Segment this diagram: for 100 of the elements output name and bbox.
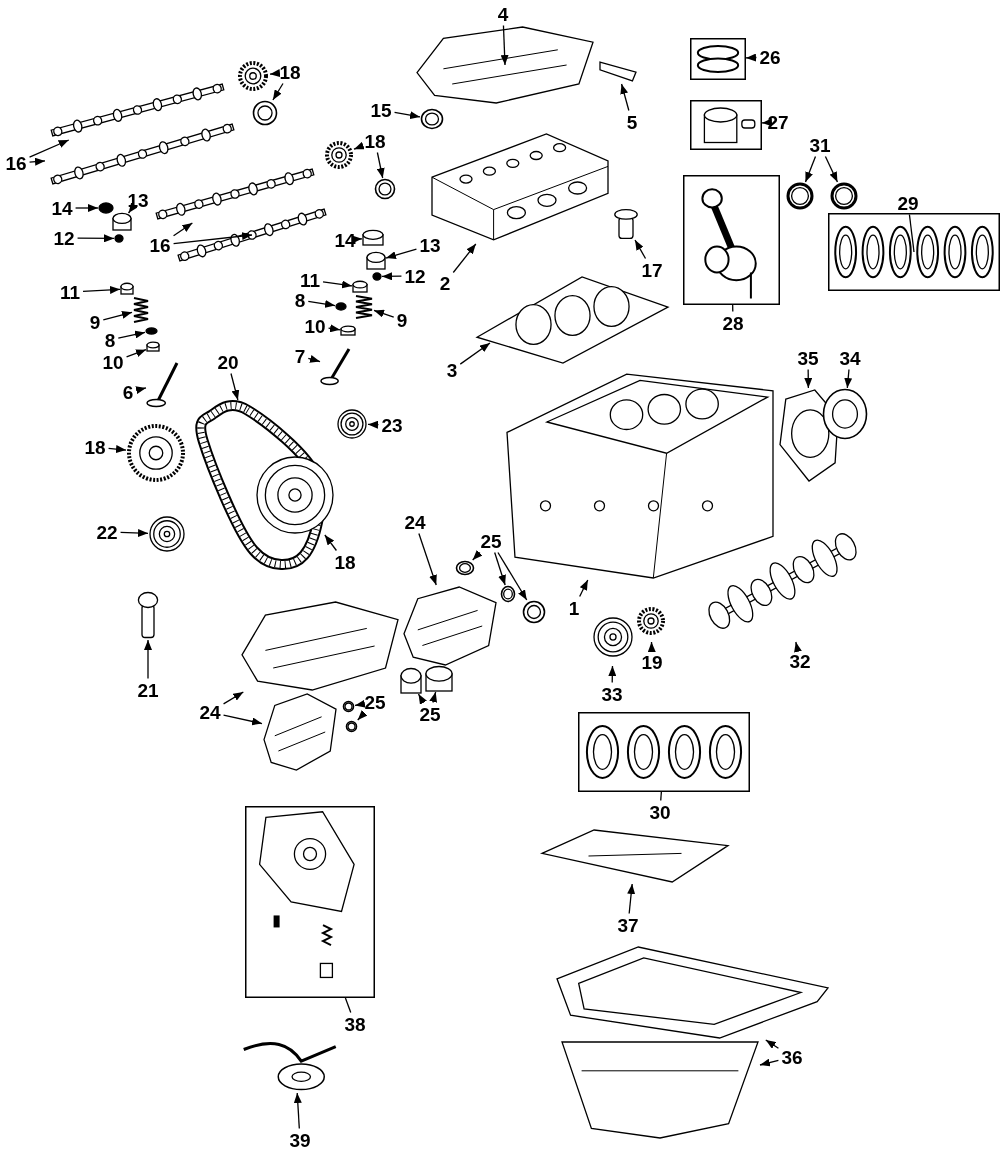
pulley-drawing bbox=[336, 408, 368, 440]
small-part-drawing bbox=[400, 668, 422, 694]
gear-drawing bbox=[236, 60, 270, 92]
callout-number: 12 bbox=[403, 266, 427, 286]
leader-line bbox=[354, 699, 366, 708]
bearing-set-drawing bbox=[828, 213, 1000, 291]
oil-pan-drawing bbox=[555, 945, 830, 1040]
leader-line bbox=[135, 386, 147, 394]
small-part-drawing bbox=[372, 272, 382, 281]
leader-line bbox=[804, 155, 817, 183]
callout-number: 36 bbox=[780, 1047, 804, 1067]
callout-number: 37 bbox=[616, 915, 640, 935]
callout-number: 5 bbox=[625, 112, 639, 132]
leader-line bbox=[381, 272, 403, 281]
leader-line bbox=[76, 234, 115, 243]
callout-number: 9 bbox=[395, 310, 409, 330]
leader-line bbox=[351, 235, 363, 244]
small-part-drawing bbox=[362, 230, 384, 246]
callout-number: 31 bbox=[808, 135, 832, 155]
callout-number: 21 bbox=[136, 680, 160, 700]
callout-number: 30 bbox=[648, 802, 672, 822]
callout-number: 10 bbox=[101, 352, 125, 372]
small-part-drawing bbox=[335, 302, 347, 311]
gear-drawing bbox=[324, 140, 354, 170]
callout-number: 25 bbox=[363, 692, 387, 712]
leader-line bbox=[429, 691, 438, 704]
callout-number: 6 bbox=[121, 382, 135, 402]
leader-line bbox=[74, 204, 99, 212]
callout-number: 23 bbox=[380, 415, 404, 435]
leader-line bbox=[357, 710, 368, 721]
small-part-drawing bbox=[112, 213, 132, 231]
callout-number: 3 bbox=[445, 360, 459, 380]
seal-ring-drawing bbox=[500, 585, 516, 603]
leader-line bbox=[293, 1092, 302, 1130]
cover-drawing bbox=[262, 692, 338, 772]
small-part-drawing bbox=[146, 342, 160, 352]
seal-ring-drawing bbox=[455, 560, 475, 576]
leader-line bbox=[627, 883, 636, 915]
callout-number: 1 bbox=[567, 598, 581, 618]
callout-number: 25 bbox=[479, 531, 503, 551]
leader-line bbox=[844, 368, 853, 389]
leader-line bbox=[172, 222, 193, 237]
sensor-drawing bbox=[612, 208, 640, 240]
callout-number: 13 bbox=[418, 235, 442, 255]
leader-line bbox=[144, 639, 152, 680]
callout-number: 18 bbox=[363, 131, 387, 151]
callout-number: 8 bbox=[103, 330, 117, 350]
bearing-set-drawing bbox=[578, 712, 750, 792]
bearing-drawing bbox=[786, 182, 814, 210]
callout-number: 19 bbox=[640, 652, 664, 672]
cover-drawing bbox=[240, 600, 400, 692]
leader-line bbox=[222, 691, 244, 705]
leader-line bbox=[367, 420, 380, 429]
callout-number: 11 bbox=[298, 270, 322, 290]
spring-drawing bbox=[132, 296, 150, 324]
leader-line bbox=[107, 445, 127, 454]
leader-line bbox=[579, 579, 589, 598]
small-part-drawing bbox=[114, 234, 124, 243]
leader-line bbox=[82, 285, 121, 294]
leader-line bbox=[620, 83, 630, 112]
leader-line bbox=[759, 1058, 780, 1067]
head-gasket-drawing bbox=[475, 275, 670, 365]
callout-number: 8 bbox=[293, 290, 307, 310]
valve-drawing bbox=[320, 346, 352, 386]
callout-number: 26 bbox=[758, 47, 782, 67]
leader-line bbox=[634, 239, 647, 260]
leader-line bbox=[344, 997, 352, 1014]
callout-number: 16 bbox=[4, 153, 28, 173]
leader-line bbox=[608, 665, 617, 684]
gear-drawing bbox=[126, 423, 186, 483]
leader-line bbox=[761, 118, 773, 127]
valve-drawing bbox=[146, 360, 180, 408]
leader-line bbox=[765, 1039, 780, 1049]
callout-number: 35 bbox=[796, 348, 820, 368]
callout-number: 16 bbox=[148, 235, 172, 255]
leader-line bbox=[500, 24, 509, 66]
callout-number: 18 bbox=[83, 437, 107, 457]
leader-line bbox=[732, 304, 734, 313]
leader-line bbox=[385, 248, 418, 260]
callout-number: 28 bbox=[721, 313, 745, 333]
leader-line bbox=[230, 372, 240, 401]
leader-line bbox=[327, 324, 341, 333]
callout-number: 38 bbox=[343, 1014, 367, 1034]
leader-line bbox=[804, 368, 813, 389]
callout-number: 32 bbox=[788, 651, 812, 671]
piston-ring-set-drawing bbox=[690, 38, 746, 80]
leader-line bbox=[393, 111, 421, 120]
leader-line bbox=[222, 714, 263, 726]
callout-number: 4 bbox=[496, 4, 510, 24]
leader-line bbox=[494, 551, 506, 586]
leader-line bbox=[418, 532, 437, 586]
sensor-drawing bbox=[136, 590, 160, 640]
small-part-drawing bbox=[425, 666, 453, 692]
callout-number: 14 bbox=[50, 198, 74, 218]
leader-line bbox=[824, 155, 839, 183]
callout-number: 2 bbox=[438, 273, 452, 293]
connecting-rod-kit-drawing bbox=[683, 175, 780, 305]
callout-number: 12 bbox=[52, 228, 76, 248]
callout-number: 7 bbox=[293, 346, 307, 366]
baffle-plate-drawing bbox=[540, 828, 730, 884]
